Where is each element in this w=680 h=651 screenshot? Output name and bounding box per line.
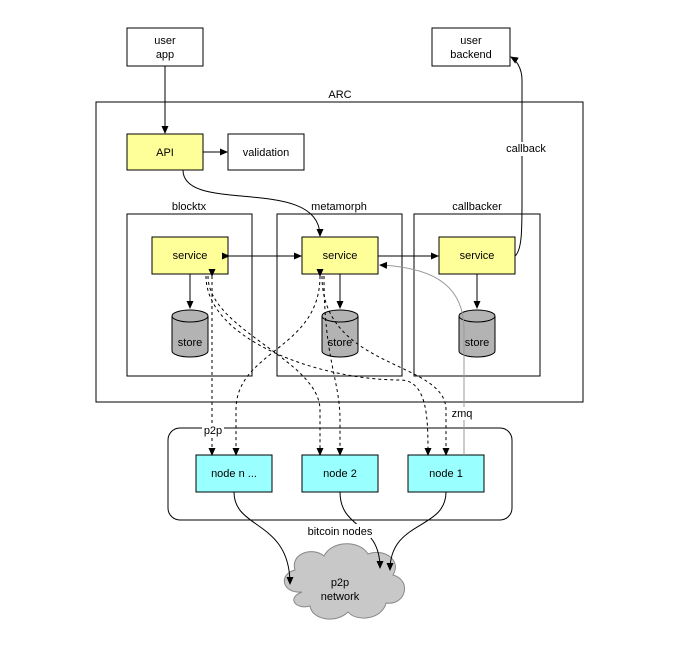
arc-container: ARC: [95, 89, 584, 403]
metamorph-title: metamorph: [311, 201, 367, 213]
node-1-to-network-arrow: [386, 491, 447, 571]
p2p-blocktx-node-1: [205, 275, 432, 456]
metamorph-store-label: store: [328, 337, 352, 349]
callbacker-service: service: [438, 236, 516, 275]
p2p-network-label-1: p2p: [331, 577, 349, 589]
zmq-label: zmq: [452, 408, 473, 420]
validation-label: validation: [243, 147, 289, 159]
callbacker-container: callbacker: [413, 201, 541, 377]
zmq-label-bg: [450, 407, 474, 420]
blocktx-store-label: store: [178, 337, 202, 349]
node-n-to-network-arrow: [233, 491, 294, 585]
node-n-label: node n ...: [211, 468, 257, 480]
validation-box: validation: [227, 133, 305, 171]
metamorph-store: store: [321, 309, 359, 358]
api-to-metamorph-arrow: [182, 169, 324, 237]
callbacker-title: callbacker: [452, 201, 502, 213]
node-2-box: node 2: [301, 454, 379, 493]
zmq-line: [379, 261, 465, 455]
user-app-label-2: app: [156, 49, 174, 61]
callback-label: callback: [506, 143, 546, 155]
callback-label-bg: [506, 142, 546, 156]
blocktx-service-label: service: [173, 250, 208, 262]
node-2-label: node 2: [323, 468, 357, 480]
p2p-metamorph-node-2: [323, 275, 344, 456]
user-app-label-1: user: [154, 35, 176, 47]
p2p-network-label-2: network: [321, 591, 360, 603]
p2p-label: p2p: [204, 425, 222, 437]
callbacker-store: store: [458, 309, 496, 358]
metamorph-service: service: [301, 236, 379, 275]
p2p-network-cloud: p2p network: [283, 543, 405, 620]
p2p-metamorph-node-1: [321, 275, 450, 456]
user-backend-label-1: user: [460, 35, 482, 47]
p2p-metamorph-node-n: [232, 268, 324, 456]
blocktx-service: service: [151, 236, 229, 275]
metamorph-service-label: service: [323, 250, 358, 262]
node-1-label: node 1: [429, 468, 463, 480]
callbacker-service-label: service: [460, 250, 495, 262]
api-box: API: [126, 133, 204, 171]
user-backend-label-2: backend: [450, 49, 492, 61]
callbacker-store-label: store: [465, 337, 489, 349]
api-label: API: [156, 147, 174, 159]
blocktx-title: blocktx: [172, 201, 207, 213]
node-1-box: node 1: [407, 454, 485, 493]
blocktx-store: store: [171, 309, 209, 358]
p2p-label-bg: [202, 424, 224, 436]
arc-label: ARC: [328, 89, 351, 101]
user-app-box: user app: [126, 27, 204, 67]
bitcoin-nodes-label: bitcoin nodes: [308, 526, 373, 538]
user-backend-box: user backend: [431, 27, 511, 67]
bitcoin-nodes-container: [167, 427, 513, 521]
bitcoin-nodes-label-bg: [302, 524, 378, 538]
callback-arrow: [510, 56, 523, 257]
node-n-box: node n ...: [195, 454, 273, 493]
